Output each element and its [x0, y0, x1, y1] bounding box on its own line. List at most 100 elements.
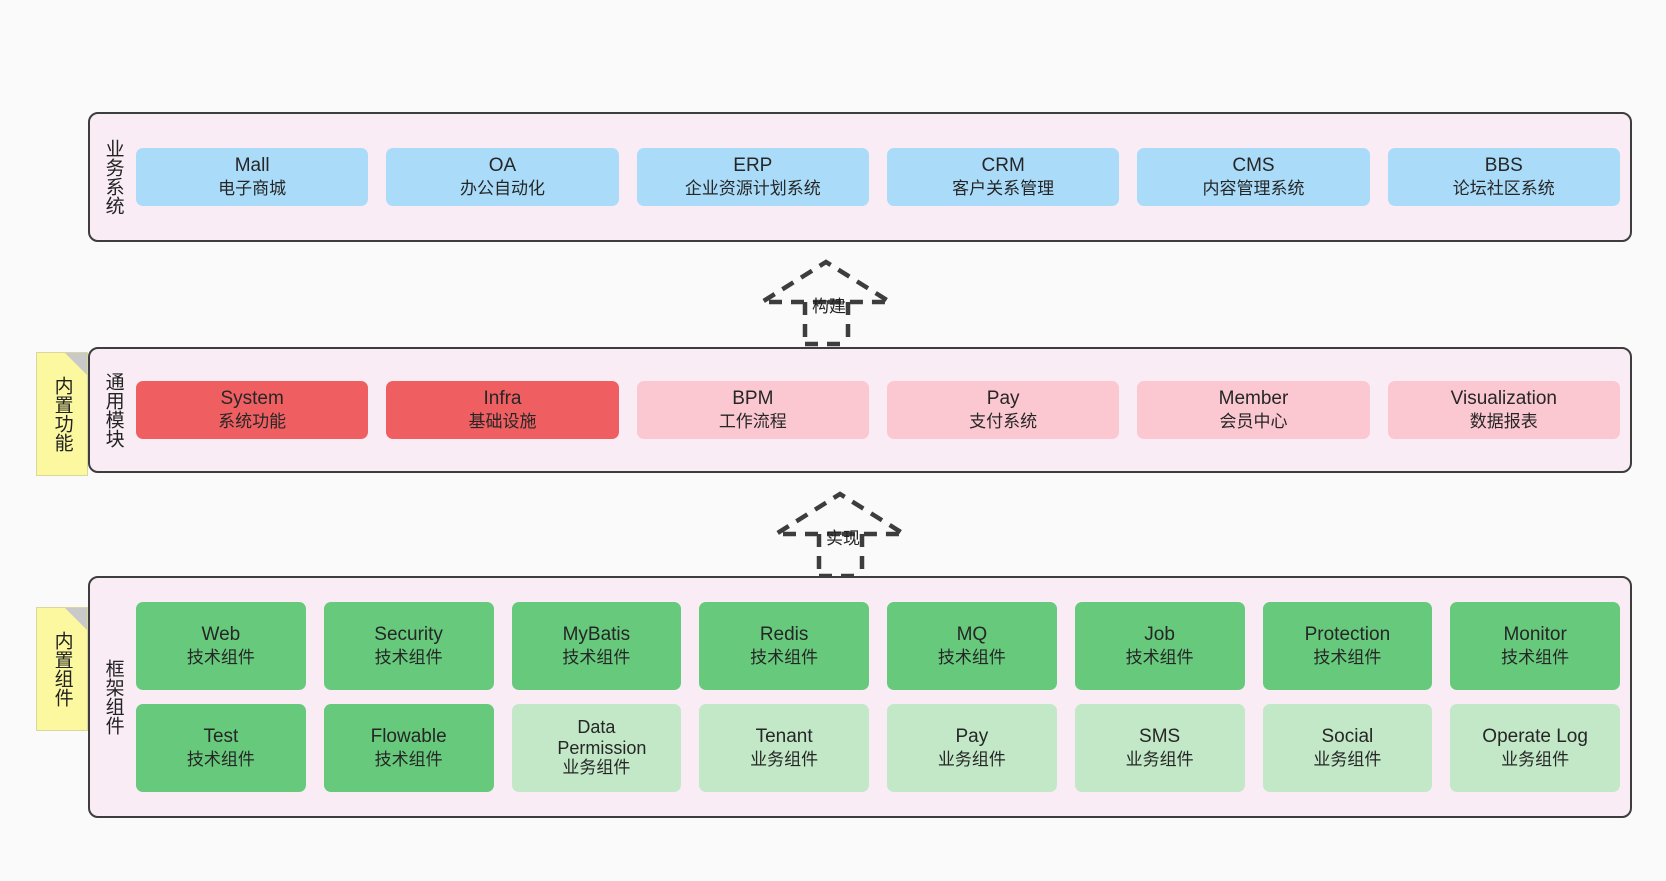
box-pay-component-title: Pay: [955, 726, 989, 748]
box-tenant-subtitle: 业务组件: [750, 750, 819, 770]
box-social[interactable]: Social 业务组件: [1262, 704, 1433, 792]
layer-framework-body: Web 技术组件 Security 技术组件 MyBatis 技术组件 Redi…: [136, 578, 1630, 816]
box-social-title: Social: [1321, 726, 1374, 748]
box-data-permission-title: Data Permission: [557, 717, 647, 758]
box-mq[interactable]: MQ 技术组件: [887, 602, 1057, 690]
common-row: System 系统功能 Infra 基础设施 BPM 工作流程 Pay 支付系统…: [136, 381, 1620, 439]
layer-business-title: 业务系统: [102, 139, 124, 215]
box-tenant-title: Tenant: [755, 726, 813, 748]
box-infra-subtitle: 基础设施: [468, 412, 537, 432]
connector-implement-label: 实现: [826, 529, 860, 548]
box-infra-title: Infra: [483, 388, 522, 410]
layer-framework-components: 框架组件 Web 技术组件 Security 技术组件 MyBatis 技术组件…: [88, 576, 1632, 818]
box-bpm[interactable]: BPM 工作流程: [636, 381, 869, 439]
box-data-permission[interactable]: Data Permission 业务组件: [511, 704, 682, 792]
note-builtin-features: 内置功能: [36, 352, 88, 476]
box-oa-title: OA: [488, 155, 517, 177]
note-builtin-features-label: 内置功能: [51, 376, 73, 452]
box-redis-subtitle: 技术组件: [750, 648, 819, 668]
box-redis[interactable]: Redis 技术组件: [699, 602, 869, 690]
box-oa-subtitle: 办公自动化: [459, 179, 545, 199]
box-visualization-title: Visualization: [1450, 388, 1557, 410]
box-crm-title: CRM: [981, 155, 1025, 177]
box-flowable[interactable]: Flowable 技术组件: [323, 704, 494, 792]
box-member[interactable]: Member 会员中心: [1137, 381, 1370, 439]
connector-build: 构建: [750, 258, 930, 347]
connector-build-label: 构建: [812, 297, 846, 316]
box-job-title: Job: [1144, 624, 1175, 646]
business-row: Mall 电子商城 OA 办公自动化 ERP 企业资源计划系统 CRM 客户关系…: [136, 148, 1620, 206]
box-monitor[interactable]: Monitor 技术组件: [1450, 602, 1620, 690]
box-pay-module-subtitle: 支付系统: [969, 412, 1038, 432]
box-mybatis-title: MyBatis: [562, 624, 631, 646]
box-bpm-subtitle: 工作流程: [718, 412, 787, 432]
box-data-permission-subtitle: 业务组件: [562, 758, 631, 778]
box-job[interactable]: Job 技术组件: [1074, 602, 1245, 690]
box-security-subtitle: 技术组件: [374, 648, 443, 668]
box-web-title: Web: [201, 624, 241, 646]
box-cms-subtitle: 内容管理系统: [1202, 179, 1305, 199]
box-operate-log-subtitle: 业务组件: [1501, 750, 1570, 770]
box-mq-title: MQ: [956, 624, 988, 646]
layer-business-systems: 业务系统 Mall 电子商城 OA 办公自动化 ERP 企业资源计划系统 CRM: [88, 112, 1632, 242]
box-redis-title: Redis: [759, 624, 809, 646]
box-test-title: Test: [203, 726, 239, 748]
box-test-subtitle: 技术组件: [186, 750, 255, 770]
box-monitor-title: Monitor: [1503, 624, 1567, 646]
box-pay-module-title: Pay: [986, 388, 1020, 410]
box-flowable-subtitle: 技术组件: [374, 750, 443, 770]
box-system-subtitle: 系统功能: [218, 412, 287, 432]
box-job-subtitle: 技术组件: [1125, 648, 1194, 668]
box-cms[interactable]: CMS 内容管理系统: [1137, 148, 1370, 206]
box-sms-subtitle: 业务组件: [1125, 750, 1194, 770]
box-visualization-subtitle: 数据报表: [1469, 412, 1538, 432]
layer-framework-title: 框架组件: [102, 659, 124, 735]
box-protection-title: Protection: [1304, 624, 1391, 646]
box-bbs-title: BBS: [1484, 155, 1523, 177]
box-bbs[interactable]: BBS 论坛社区系统: [1387, 148, 1620, 206]
box-pay-component-subtitle: 业务组件: [937, 750, 1006, 770]
framework-row-technical: Web 技术组件 Security 技术组件 MyBatis 技术组件 Redi…: [136, 602, 1620, 690]
box-operate-log[interactable]: Operate Log 业务组件: [1450, 704, 1620, 792]
box-mybatis[interactable]: MyBatis 技术组件: [511, 602, 682, 690]
box-web[interactable]: Web 技术组件: [136, 602, 306, 690]
box-pay-module[interactable]: Pay 支付系统: [886, 381, 1120, 439]
box-monitor-subtitle: 技术组件: [1501, 648, 1570, 668]
box-sms-title: SMS: [1139, 726, 1181, 748]
box-member-subtitle: 会员中心: [1219, 412, 1288, 432]
box-mall[interactable]: Mall 电子商城: [136, 148, 369, 206]
layer-common-title: 通用模块: [102, 372, 124, 448]
box-sms[interactable]: SMS 业务组件: [1074, 704, 1245, 792]
note-fold-icon: [65, 608, 87, 630]
box-cms-title: CMS: [1232, 155, 1275, 177]
box-web-subtitle: 技术组件: [186, 648, 255, 668]
layer-common-body: System 系统功能 Infra 基础设施 BPM 工作流程 Pay 支付系统…: [136, 349, 1630, 471]
box-operate-log-title: Operate Log: [1482, 726, 1588, 748]
box-social-subtitle: 业务组件: [1313, 750, 1382, 770]
box-mybatis-subtitle: 技术组件: [562, 648, 631, 668]
box-security[interactable]: Security 技术组件: [323, 602, 494, 690]
box-pay-component[interactable]: Pay 业务组件: [887, 704, 1057, 792]
box-bpm-title: BPM: [732, 388, 774, 410]
box-tenant[interactable]: Tenant 业务组件: [699, 704, 869, 792]
framework-row-business: Test 技术组件 Flowable 技术组件 Data Permission …: [136, 704, 1620, 792]
box-flowable-title: Flowable: [370, 726, 447, 748]
box-oa[interactable]: OA 办公自动化: [386, 148, 619, 206]
box-member-title: Member: [1218, 388, 1289, 410]
layer-business-body: Mall 电子商城 OA 办公自动化 ERP 企业资源计划系统 CRM 客户关系…: [136, 114, 1630, 240]
note-fold-icon: [65, 353, 87, 375]
box-system[interactable]: System 系统功能: [136, 381, 369, 439]
box-bbs-subtitle: 论坛社区系统: [1452, 179, 1555, 199]
box-erp-subtitle: 企业资源计划系统: [684, 179, 821, 199]
box-system-title: System: [220, 388, 284, 410]
box-erp-title: ERP: [733, 155, 773, 177]
connector-implement: 实现: [764, 490, 944, 579]
box-test[interactable]: Test 技术组件: [136, 704, 306, 792]
box-visualization[interactable]: Visualization 数据报表: [1387, 381, 1620, 439]
box-infra[interactable]: Infra 基础设施: [386, 381, 619, 439]
box-crm-subtitle: 客户关系管理: [952, 179, 1055, 199]
box-protection[interactable]: Protection 技术组件: [1262, 602, 1433, 690]
box-crm[interactable]: CRM 客户关系管理: [886, 148, 1120, 206]
box-erp[interactable]: ERP 企业资源计划系统: [636, 148, 869, 206]
